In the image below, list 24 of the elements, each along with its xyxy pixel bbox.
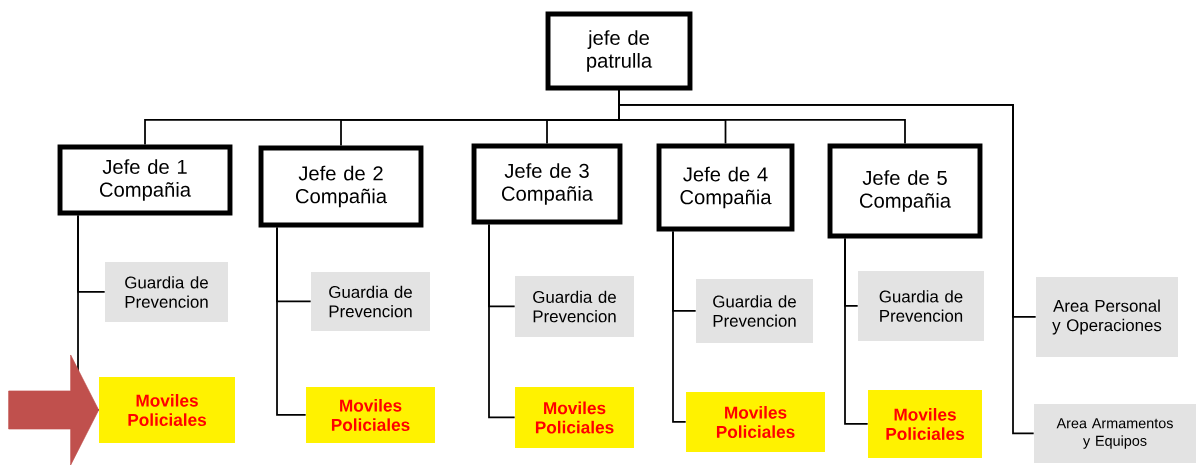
unit-box: Moviles Policiales (515, 387, 634, 448)
connector-line (672, 230, 687, 423)
connector-line (618, 89, 1035, 435)
chief-box: Jefe de 5 Compañia (827, 143, 983, 239)
unit-box: Guardia de Prevencion (696, 279, 813, 343)
unit-box: Moviles Policiales (99, 377, 235, 443)
unit-box: Guardia de Prevencion (858, 271, 984, 341)
chief-box: jefe de patrulla (545, 11, 693, 91)
chief-box: Jefe de 4 Compañia (656, 143, 795, 232)
chief-box: Jefe de 1 Compañia (57, 144, 233, 216)
unit-box: Moviles Policiales (868, 390, 982, 458)
block-arrow (8, 354, 99, 465)
area-box: Area Armamentos y Equipos (1034, 404, 1196, 463)
unit-box: Guardia de Prevencion (105, 262, 228, 322)
connector-line (488, 223, 516, 419)
unit-box: Guardia de Prevencion (311, 272, 430, 331)
connector-line (844, 237, 869, 425)
chief-box: Jefe de 2 Compañia (258, 145, 424, 228)
connector-line (276, 226, 307, 416)
unit-box: Moviles Policiales (306, 387, 435, 443)
unit-box: Guardia de Prevencion (515, 276, 634, 337)
chief-box: Jefe de 3 Compañia (471, 143, 623, 225)
area-box: Area Personal y Operaciones (1036, 277, 1178, 357)
unit-box: Moviles Policiales (686, 392, 825, 452)
